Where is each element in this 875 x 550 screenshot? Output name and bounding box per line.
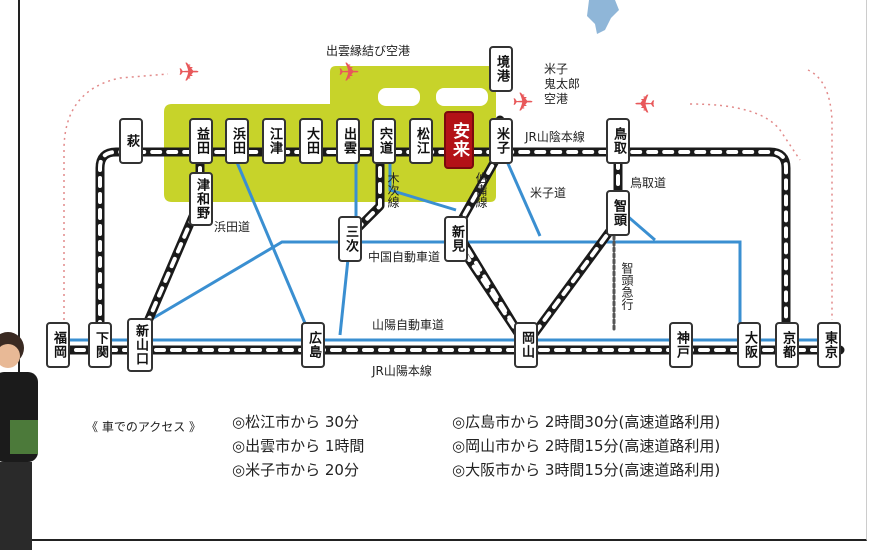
flight-path xyxy=(807,69,833,320)
station-yonago[interactable]: 米子 xyxy=(489,118,513,164)
rail-inbi xyxy=(524,158,620,347)
person-photo xyxy=(0,332,38,550)
station-tottori[interactable]: 鳥取 xyxy=(606,118,630,164)
station-tokyo[interactable]: 東京 xyxy=(817,322,841,368)
airport-yonago-label: 米子 鬼太郎 空港 xyxy=(544,62,581,106)
station-hagi[interactable]: 萩 xyxy=(119,118,143,164)
access-item: ◎広島市から 2時間30分(高速道路利用) xyxy=(452,413,721,431)
access-item: ◎大阪市から 3時間15分(高速道路利用) xyxy=(452,461,721,479)
station-kyoto[interactable]: 京都 xyxy=(775,322,799,368)
station-shinyamaguchi[interactable]: 新山口 xyxy=(127,318,153,372)
line-label-sanyo-expwy: 山陽自動車道 xyxy=(372,318,445,332)
station-gotsu[interactable]: 江津 xyxy=(262,118,286,164)
station-masuda[interactable]: 益田 xyxy=(189,118,213,164)
airplane-icon: ✈ xyxy=(512,88,534,118)
line-label-chizu-kyuko: 智頭急行 xyxy=(620,262,634,310)
expressway-chugoku xyxy=(149,240,742,330)
station-chizu[interactable]: 智頭 xyxy=(606,190,630,236)
station-izumo[interactable]: 出雲 xyxy=(336,118,360,164)
line-label-chugoku-expwy: 中国自動車道 xyxy=(368,250,441,264)
map-frame xyxy=(18,0,867,541)
airplane-icon: ✈ xyxy=(338,58,360,88)
rail-san-in xyxy=(98,150,788,347)
line-label-tottori-do: 鳥取道 xyxy=(630,176,667,190)
expressway-kisuki-road xyxy=(388,160,457,212)
line-label-san-yo: JR山陽本線 xyxy=(372,364,432,378)
access-heading: 《 車でのアクセス 》 xyxy=(86,420,202,434)
station-fukuoka[interactable]: 福岡 xyxy=(46,322,70,368)
airplane-icon: ✈ xyxy=(634,90,656,120)
flight-path xyxy=(63,73,169,320)
station-miyoshi[interactable]: 三次 xyxy=(338,216,362,262)
station-okayama[interactable]: 岡山 xyxy=(514,322,538,368)
expressway-yonago xyxy=(500,149,542,237)
line-label-yonago-do: 米子道 xyxy=(530,186,567,200)
line-label-hakubi: 伯備線 xyxy=(474,172,488,208)
station-niimi[interactable]: 新見 xyxy=(444,216,468,262)
station-hiroshima[interactable]: 広島 xyxy=(301,322,325,368)
station-sakaiminato[interactable]: 境港 xyxy=(489,46,513,92)
station-tsuwano[interactable]: 津和野 xyxy=(189,172,213,226)
airport-izumo-label: 出雲縁結び空港 xyxy=(326,44,411,58)
station-kobe[interactable]: 神戸 xyxy=(669,322,693,368)
station-osaka[interactable]: 大阪 xyxy=(737,322,761,368)
airplane-icon: ✈ xyxy=(178,58,200,88)
white-block xyxy=(378,88,420,106)
access-item: ◎米子市から 20分 xyxy=(232,461,359,479)
white-block xyxy=(436,88,488,106)
access-item: ◎岡山市から 2時間15分(高速道路利用) xyxy=(452,437,721,455)
station-oda[interactable]: 大田 xyxy=(299,118,323,164)
station-yasugi[interactable]: 安来 xyxy=(444,111,474,169)
station-matsue[interactable]: 松江 xyxy=(409,118,433,164)
line-label-hamada-do: 浜田道 xyxy=(214,220,251,234)
station-shimonoseki[interactable]: 下関 xyxy=(88,322,112,368)
access-right-list: ◎広島市から 2時間30分(高速道路利用) ◎岡山市から 2時間15分(高速道路… xyxy=(452,410,720,482)
expressway-hamada xyxy=(234,159,312,336)
station-hamada[interactable]: 浜田 xyxy=(225,118,249,164)
station-shinji[interactable]: 宍道 xyxy=(372,118,396,164)
access-item: ◎松江市から 30分 xyxy=(232,413,359,431)
access-item: ◎出雲市から 1時間 xyxy=(232,437,365,455)
line-label-kisuki: 木次線 xyxy=(386,172,400,208)
access-left-list: ◎松江市から 30分 ◎出雲市から 1時間 ◎米子市から 20分 xyxy=(232,410,364,482)
line-label-san-in: JR山陰本線 xyxy=(525,130,585,144)
island-shape xyxy=(587,0,619,34)
